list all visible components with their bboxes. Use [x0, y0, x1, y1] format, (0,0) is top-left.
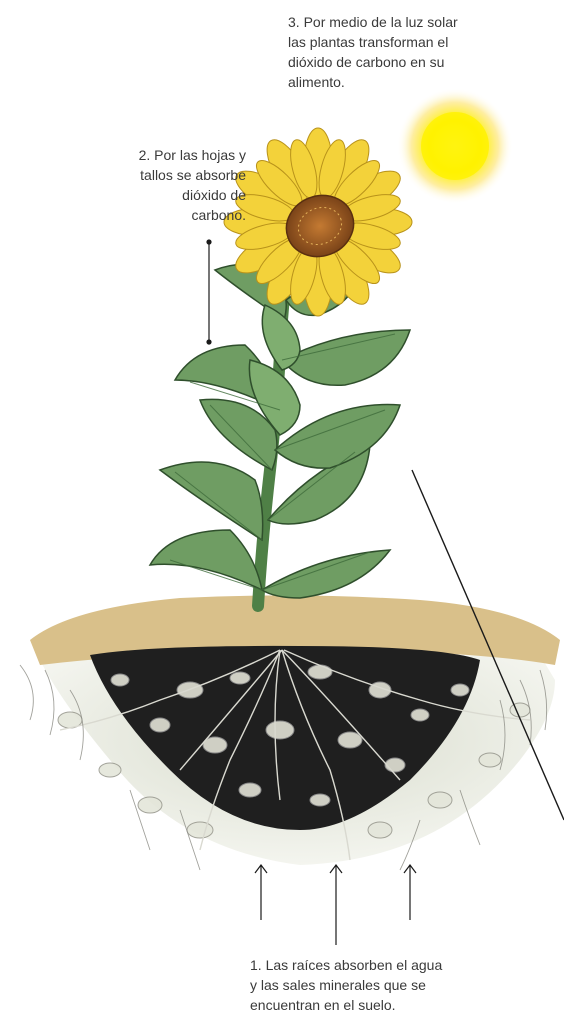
step3-label: 3. Por medio de la luz solar las plantas… [288, 12, 458, 92]
step1-line: 1. Las raíces absorben el agua [250, 955, 442, 975]
step1-label: 1. Las raíces absorben el agua y las sal… [250, 955, 442, 1015]
step2-line: carbono. [139, 205, 246, 225]
sun [397, 88, 513, 204]
step2-line: dióxido de [139, 185, 246, 205]
step1-line: y las sales minerales que se [250, 975, 442, 995]
step3-line: alimento. [288, 72, 458, 92]
step2-line: 2. Por las hojas y [139, 145, 246, 165]
step2-line: tallos se absorbe [139, 165, 246, 185]
step2-leader [206, 239, 211, 344]
step3-line: las plantas transforman el [288, 32, 458, 52]
step1-line: encuentran en el suelo. [250, 995, 442, 1015]
soil [20, 595, 560, 870]
step2-label: 2. Por las hojas y tallos se absorbe dió… [139, 145, 246, 225]
step3-line: 3. Por medio de la luz solar [288, 12, 458, 32]
leaves [150, 264, 410, 598]
arrow-up-icon-center [330, 865, 342, 945]
arrow-up-icon-right [404, 865, 416, 920]
arrow-up-icon-left [255, 865, 267, 920]
upward-arrows [255, 865, 416, 945]
step3-line: dióxido de carbono en su [288, 52, 458, 72]
